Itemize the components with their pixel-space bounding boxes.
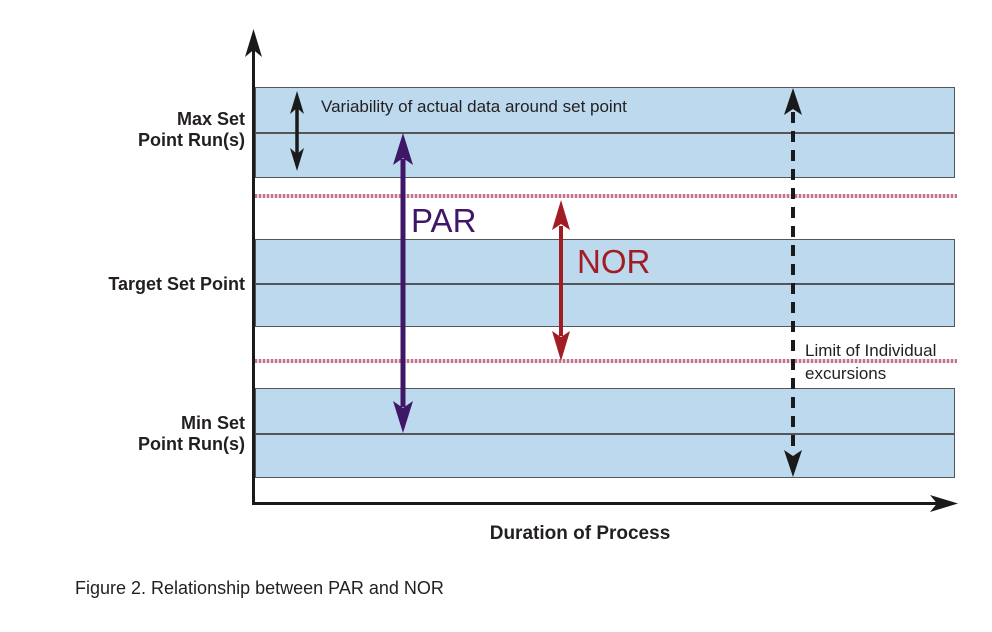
min-set-point-centerline	[256, 433, 954, 435]
target-set-point-band	[255, 239, 955, 327]
limit-of-excursions-line2: excursions	[805, 364, 887, 383]
x-axis-arrow	[252, 495, 958, 512]
upper-excursion-limit-dotted-line	[255, 194, 957, 198]
target-set-point-label: Target Set Point	[108, 274, 245, 295]
min-set-point-label-line2: Point Run(s)	[138, 434, 245, 454]
par-label: PAR	[411, 202, 477, 239]
max-set-point-label-line1: Max Set	[176, 109, 245, 129]
x-axis-title: Duration of Process	[489, 523, 671, 544]
limit-of-excursions-annotation: Limit of Individual excursions	[805, 339, 936, 385]
min-set-point-label-line1: Min Set	[180, 413, 245, 433]
min-set-point-band	[255, 388, 955, 478]
max-set-point-label-line2: Point Run(s)	[138, 130, 245, 150]
variability-annotation: Variability of actual data around set po…	[321, 97, 627, 116]
max-set-point-band	[255, 87, 955, 178]
figure-caption: Figure 2. Relationship between PAR and N…	[75, 578, 444, 598]
target-set-point-centerline	[256, 283, 954, 285]
max-set-point-centerline	[256, 132, 954, 134]
lower-excursion-limit-dotted-line	[255, 359, 957, 363]
target-set-point-label-line1: Target Set Point	[108, 274, 245, 294]
limit-of-excursions-line1: Limit of Individual	[805, 341, 937, 360]
nor-label: NOR	[577, 243, 651, 280]
